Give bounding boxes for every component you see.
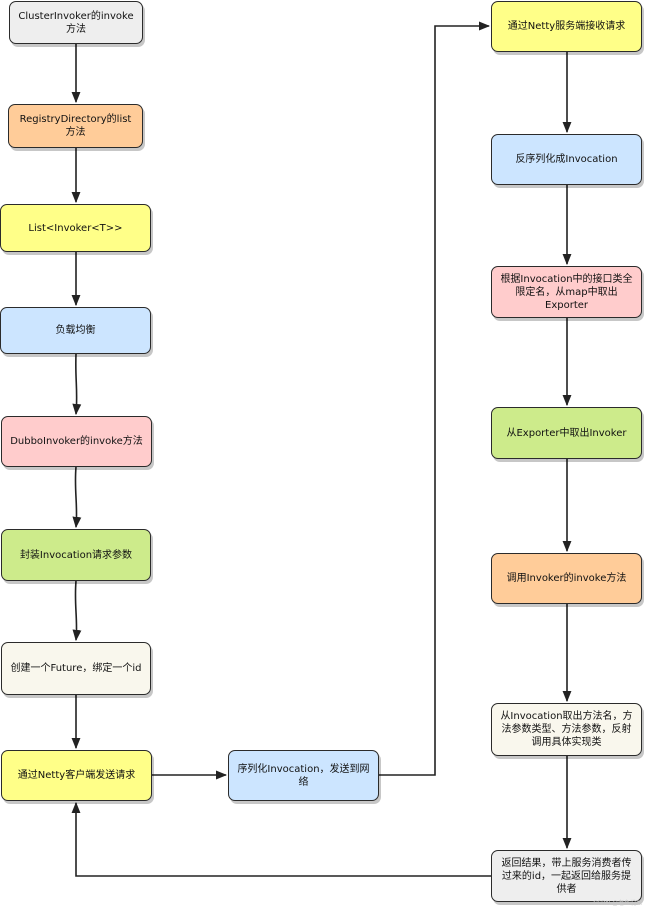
node-reflect-call: 从Invocation取出方法名，方法参数类型、方法参数，反射调用具体实现类 <box>491 703 642 756</box>
node-netty-client-send: 通过Netty客户端发送请求 <box>1 750 152 801</box>
edge-serialize-to-server <box>379 21 491 776</box>
node-netty-server-receive: 通过Netty服务端接收请求 <box>491 1 642 52</box>
node-create-future: 创建一个Future，绑定一个id <box>1 642 151 695</box>
edge-dubbo-to-wrap <box>72 466 82 529</box>
node-dubbo-invoker: DubboInvoker的invoke方法 <box>1 416 152 467</box>
node-load-balance: 负载均衡 <box>0 307 151 354</box>
node-get-exporter: 根据Invocation中的接口类全限定名，从map中取出Exporter <box>491 266 642 318</box>
node-get-invoker: 从Exporter中取出Invoker <box>491 407 642 459</box>
node-registry-directory-list: RegistryDirectory的list方法 <box>8 104 143 148</box>
node-invoker-list: List<Invoker<T>> <box>0 204 151 252</box>
watermark: CSDN @老鱼说AI <box>593 900 642 907</box>
node-serialize-send: 序列化Invocation，发送到网络 <box>228 750 379 801</box>
edge-return-to-netty <box>71 801 491 877</box>
node-wrap-invocation: 封装Invocation请求参数 <box>1 529 151 581</box>
edge-loadbalance-to-dubbo <box>72 353 82 416</box>
node-return-result: 返回结果，带上服务消费者传过来的id，一起返回给服务提供者 <box>491 850 642 902</box>
node-cluster-invoker: ClusterInvoker的invoke方法 <box>9 1 143 44</box>
edge-wrap-to-future <box>72 580 82 642</box>
node-deserialize-invocation: 反序列化成Invocation <box>491 134 642 185</box>
node-call-invoker: 调用Invoker的invoke方法 <box>491 553 642 604</box>
